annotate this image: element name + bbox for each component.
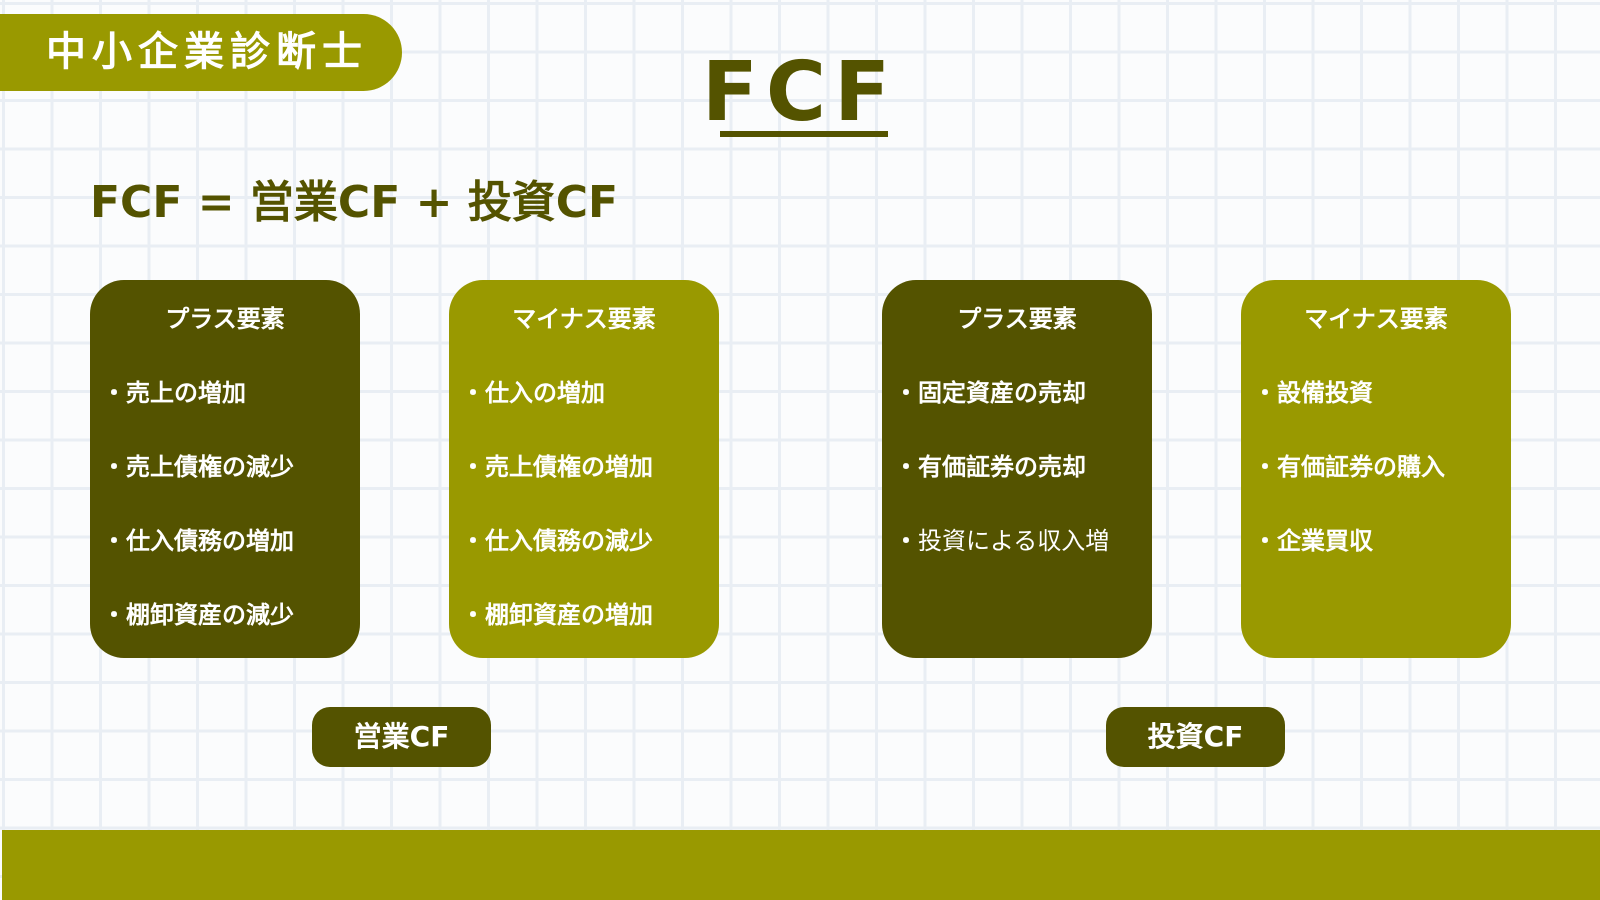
card-title: プラス要素: [165, 305, 285, 333]
list-item: 仕入債務の減少: [461, 524, 653, 598]
operating-cf-label: 営業CF: [312, 707, 491, 767]
page-title: FCF: [701, 45, 899, 140]
operating-plus-card: プラス要素 売上の増加 売上債権の減少 仕入債務の増加 棚卸資産の減少: [90, 280, 360, 658]
investing-cf-label: 投資CF: [1106, 707, 1285, 767]
category-badge: 中小企業診断士: [0, 14, 402, 91]
list-item: 売上の増加: [102, 376, 294, 450]
list-item: 仕入債務の増加: [102, 524, 294, 598]
operating-minus-card: マイナス要素 仕入の増加 売上債権の増加 仕入債務の減少 棚卸資産の増加: [449, 280, 719, 658]
category-badge-label: 中小企業診断士: [46, 29, 368, 75]
fcf-formula: FCF = 営業CF + 投資CF: [90, 177, 619, 228]
card-title: プラス要素: [957, 305, 1077, 333]
footer-band: [2, 830, 1600, 900]
list-item: 有価証券の売却: [894, 450, 1109, 524]
list-item: 固定資産の売却: [894, 376, 1109, 450]
list-item: 有価証券の購入: [1253, 450, 1445, 524]
list-item: 企業買収: [1253, 524, 1445, 598]
list-item: 仕入の増加: [461, 376, 653, 450]
card-item-list: 設備投資 有価証券の購入 企業買収: [1253, 376, 1445, 598]
card-item-list: 仕入の増加 売上債権の増加 仕入債務の減少 棚卸資産の増加: [461, 376, 653, 672]
title-underline: [720, 131, 888, 137]
list-item: 売上債権の増加: [461, 450, 653, 524]
investing-minus-card: マイナス要素 設備投資 有価証券の購入 企業買収: [1241, 280, 1511, 658]
list-item: 設備投資: [1253, 376, 1445, 450]
list-item: 投資による収入増: [894, 524, 1109, 598]
list-item: 棚卸資産の減少: [102, 598, 294, 672]
list-item: 売上債権の減少: [102, 450, 294, 524]
card-item-list: 固定資産の売却 有価証券の売却 投資による収入増: [894, 376, 1109, 598]
card-item-list: 売上の増加 売上債権の減少 仕入債務の増加 棚卸資産の減少: [102, 376, 294, 672]
investing-plus-card: プラス要素 固定資産の売却 有価証券の売却 投資による収入増: [882, 280, 1152, 658]
card-title: マイナス要素: [1304, 305, 1448, 333]
list-item: 棚卸資産の増加: [461, 598, 653, 672]
card-title: マイナス要素: [512, 305, 656, 333]
